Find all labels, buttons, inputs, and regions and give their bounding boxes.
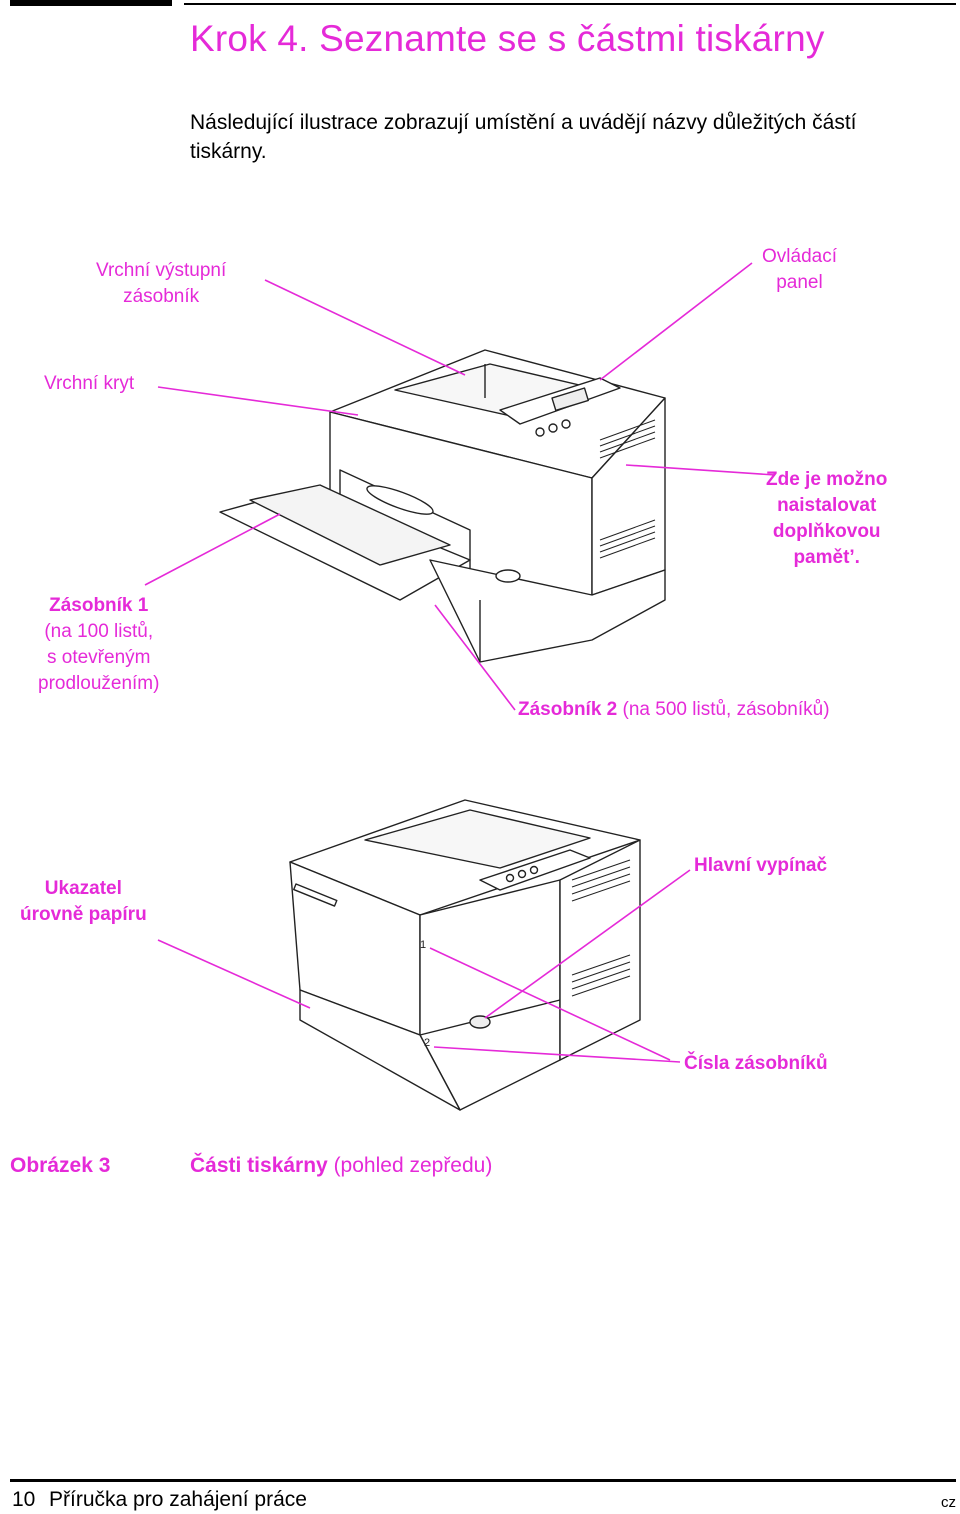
leader-tray2 [434, 604, 516, 711]
callout-top-cover: Vrchní kryt [44, 373, 135, 394]
printer-top-illustration [219, 349, 666, 663]
power-switch-drawing [469, 1015, 491, 1029]
leader-tray1 [144, 513, 281, 586]
intro-paragraph: Následující ilustrace zobrazují umístění… [190, 111, 857, 163]
footer-page-number: 10 [12, 1488, 36, 1511]
tray-number-marks: 1 2 [420, 939, 430, 1049]
callout-output-bin: Vrchní výstupní zásobník [96, 260, 227, 307]
callout-control-panel: Ovládací panel [762, 246, 837, 293]
callout-leaders [144, 262, 776, 1063]
callout-tray-numbers: Čísla zásobníků [684, 1053, 828, 1074]
leader-power-switch [484, 869, 691, 1019]
tray-number-1: 1 [420, 939, 426, 951]
footer-rule [10, 1479, 956, 1482]
printer-bottom-illustration [289, 799, 641, 1111]
callout-tray2: Zásobník 2 (na 500 listů, zásobníků) [518, 699, 830, 720]
page-heading: Krok 4. Seznamte se s částmi tiskárny [190, 18, 825, 59]
callout-power-switch: Hlavní vypínač [694, 855, 828, 876]
leader-tray-number-1 [429, 947, 671, 1061]
printer2-output-bin [364, 809, 591, 869]
leader-tray-number-2 [433, 1046, 681, 1063]
footer-language: cz [941, 1494, 956, 1511]
leader-control-panel [599, 262, 753, 381]
leader-paper-level [157, 939, 311, 1009]
footer-title: Příručka pro zahájení práce [49, 1488, 307, 1511]
printer2-tray2 [299, 989, 461, 1111]
header-rule-thin [184, 3, 956, 5]
figure-caption: Části tiskárny (pohled zepředu) [190, 1154, 493, 1177]
leader-output-bin [264, 279, 466, 376]
leader-top-cover [157, 386, 359, 416]
callout-tray1: Zásobník 1 (na 100 listů, s otevřeným pr… [38, 595, 160, 694]
leader-memory [625, 464, 776, 476]
callout-paper-level: Ukazatel úrovně papíru [20, 878, 147, 925]
header-rule-thick [10, 0, 172, 6]
callout-memory: Zde je možno naistalovat doplňkovou pamě… [766, 469, 888, 568]
figure-number: Obrázek 3 [10, 1154, 111, 1177]
tray-number-2: 2 [424, 1037, 430, 1049]
